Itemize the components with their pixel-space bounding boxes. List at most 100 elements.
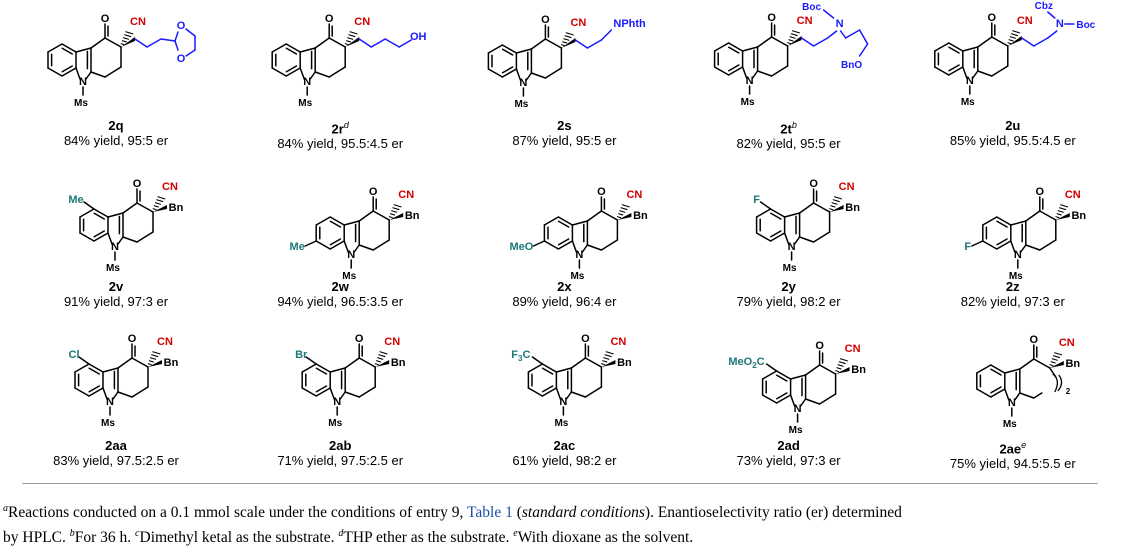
cyano-label: CN [1059, 337, 1075, 349]
cyano-label: CN [797, 15, 813, 27]
mesyl-label: Ms [741, 97, 755, 108]
mesyl-label: Ms [74, 98, 88, 109]
compound-number: 2x [557, 279, 572, 294]
phthalimide-label: NPhth [613, 18, 646, 30]
ketone-o-label: O [133, 178, 142, 190]
footnote-line-2: by HPLC. bFor 36 h. cDimethyl ketal as t… [3, 523, 1121, 548]
mesyl-label: Ms [1009, 271, 1023, 282]
compound-id: 2u [901, 118, 1121, 133]
chloro-label: Cl [69, 349, 80, 361]
cyano-label: CN [1065, 189, 1081, 201]
indole-n-label: N [1014, 249, 1022, 261]
compound-number: 2z [1005, 279, 1020, 294]
footnote-mark-c: c [135, 528, 140, 540]
ketone-o-label: O [597, 186, 606, 198]
compound-id: 2z [901, 279, 1121, 294]
benzyl-label: Bn [633, 210, 648, 222]
fluoro-label: F [753, 194, 760, 206]
compound-result: 61% yield, 98:2 er [512, 453, 617, 468]
compound-result: 84% yield, 95.5:4.5 er [277, 136, 404, 152]
compound-footnote-mark: e [1021, 440, 1027, 450]
compound-result: 89% yield, 96:4 er [512, 294, 617, 309]
benzyl-label: Bn [169, 202, 184, 214]
ketone-o-label: O [809, 178, 818, 190]
compound-id: 2x [452, 279, 676, 294]
mesyl-label: Ms [328, 418, 342, 429]
footnote-a-italic: standard conditions [521, 504, 645, 522]
footnote-mark-e: e [513, 528, 518, 540]
indole-n-label: N [794, 403, 802, 415]
bromo-label: Br [295, 349, 308, 361]
footnote-d-text: THP ether as the substrate. [343, 529, 514, 547]
compound-result: 79% yield, 98:2 er [736, 294, 841, 309]
trifluoromethyl-label: F3C [511, 349, 530, 363]
mesyl-label: Ms [106, 263, 120, 274]
footnote-b-text: For 36 h. [74, 529, 136, 547]
compound-number: 2t [780, 121, 792, 137]
compound-id: 2tb [677, 118, 901, 136]
footnote-c-text: Dimethyl ketal as the substrate. [139, 529, 339, 547]
compound-result: 85% yield, 95.5:4.5 er [949, 133, 1076, 148]
footnote-e-text: With dioxane as the solvent. [517, 529, 694, 547]
fluoro-label: F [964, 241, 971, 253]
compound-number: 2aa [105, 438, 127, 453]
ketone-o-label: O [988, 12, 997, 24]
cyano-label: CN [130, 16, 146, 28]
compound-id: 2ac [452, 438, 676, 453]
dioxolane-o-label: O [177, 53, 186, 65]
compound-id: 2q [4, 118, 228, 133]
boc-label: Boc [1076, 20, 1095, 31]
ketone-o-label: O [581, 333, 590, 345]
cyano-label: CN [162, 181, 178, 193]
compound-number: 2ae [999, 441, 1022, 457]
compound-result: 71% yield, 97.5:2.5 er [277, 453, 404, 468]
compound-result: 83% yield, 97.5:2.5 er [53, 453, 179, 468]
compound-number: 2w [331, 279, 349, 294]
ketone-o-label: O [101, 13, 110, 25]
methyl-label: Me [68, 194, 83, 206]
indole-n-label: N [347, 249, 355, 261]
compound-number: 2u [1005, 118, 1021, 133]
benzyl-label: Bn [845, 202, 860, 214]
indole-n-label: N [559, 396, 567, 408]
benzyl-label: Bn [405, 210, 420, 222]
methyl-label: Me [290, 241, 305, 253]
mesyl-label: Ms [342, 271, 356, 282]
indole-n-label: N [1008, 397, 1016, 409]
cyano-label: CN [570, 17, 586, 29]
footnote-mark-a: a [3, 503, 8, 514]
ketone-o-label: O [767, 12, 776, 24]
ketone-o-label: O [325, 13, 334, 25]
compound-number: 2ad [777, 438, 800, 453]
compound-result: 94% yield, 96.5:3.5 er [277, 294, 404, 309]
footnote-a-text-3: ). Enantioselectivity ratio (er) determi… [644, 504, 902, 522]
compound-number: 2v [108, 279, 124, 294]
ketone-o-label: O [1030, 334, 1039, 346]
indole-n-label: N [111, 241, 119, 253]
footnote-line-2-start: by HPLC. [3, 529, 70, 547]
ketone-o-label: O [541, 14, 550, 26]
compound-id: 2ad [677, 438, 901, 453]
indole-n-label: N [333, 396, 341, 408]
indole-n-label: N [575, 249, 583, 261]
table-1-link[interactable]: Table 1 [467, 504, 513, 522]
